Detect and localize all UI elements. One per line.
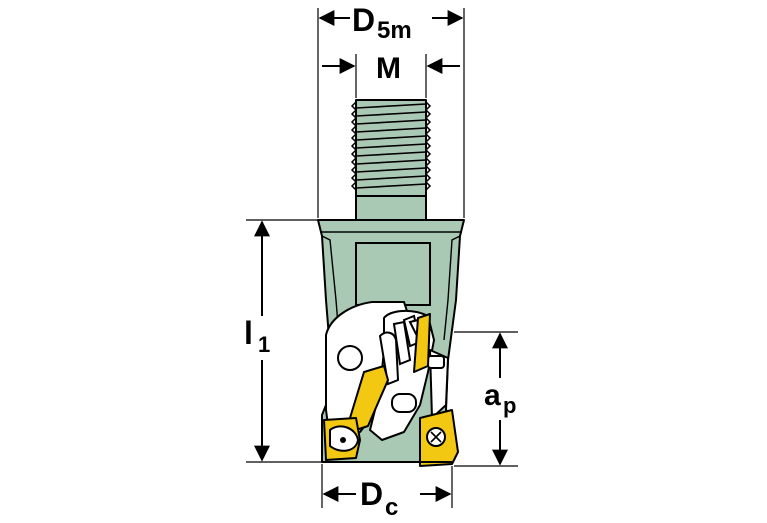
dimension-ap: a p xyxy=(484,332,516,466)
inserts xyxy=(323,313,459,467)
thread-serrations-left xyxy=(350,101,358,191)
label-d5m-sub: 5m xyxy=(377,17,412,44)
label-ap-sub: p xyxy=(503,393,516,418)
extension-lines xyxy=(246,8,518,508)
label-ap-main: a xyxy=(484,379,501,412)
label-dc-sub: c xyxy=(385,494,398,521)
dimension-dc: D c xyxy=(322,476,452,521)
label-m: M xyxy=(376,52,401,85)
threaded-shank xyxy=(350,99,432,201)
thread-lines xyxy=(355,103,427,189)
spanner-flat xyxy=(355,242,431,306)
label-l1-sub: 1 xyxy=(258,332,270,357)
dimension-d5m: D 5m xyxy=(318,2,464,44)
label-l1-main: l xyxy=(244,315,253,351)
label-dc-main: D xyxy=(360,476,383,512)
dimension-m: M xyxy=(322,52,460,85)
label-d5m-main: D xyxy=(352,2,375,38)
dimension-l1: l 1 xyxy=(244,220,270,462)
shank-neck xyxy=(355,195,427,221)
insert-screw-details xyxy=(337,314,445,413)
insert-upper xyxy=(413,313,431,373)
thread-serrations-right xyxy=(424,101,432,191)
